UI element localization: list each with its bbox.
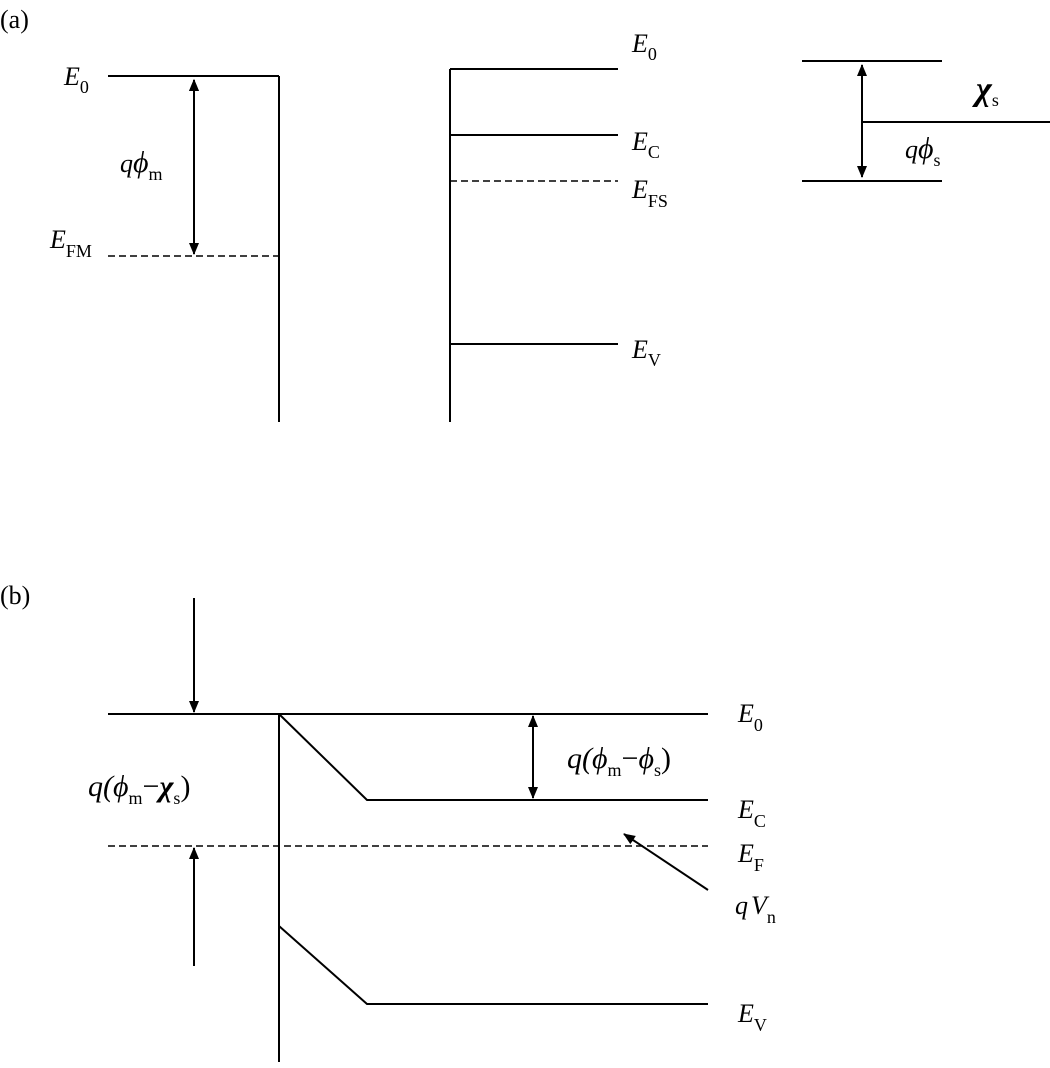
semi-workfunction-label: qϕs: [905, 132, 941, 170]
panel-b-tag: (b): [0, 581, 30, 610]
semi-fermi-label: EFS: [631, 175, 668, 211]
vacuum-label: E0: [737, 699, 763, 735]
panel-a-tag: (a): [0, 5, 29, 34]
electron-affinity-label: χs: [972, 71, 999, 110]
semiconductor-band: [449, 68, 618, 422]
semi-energy-key: [802, 60, 1050, 182]
valence-label: EV: [737, 999, 767, 1035]
vn-pointer-arrow: [623, 833, 709, 891]
conduction-label: EC: [737, 795, 766, 831]
semi-conduction-label: EC: [631, 127, 660, 162]
valence-band-edge: [278, 925, 708, 1005]
builtin-potential-label: q(ϕm−ϕs): [567, 742, 671, 780]
semi-vacuum-label: E0: [631, 29, 657, 64]
metal-band: [108, 75, 280, 422]
metal-workfunction-label: qϕm: [120, 146, 163, 184]
junction-band: [108, 598, 709, 1062]
conduction-band-edge: [278, 713, 708, 801]
metal-vacuum-label: E0: [63, 62, 89, 97]
metal-fermi-label: EFM: [49, 225, 92, 261]
fermi-label: EF: [737, 839, 764, 875]
barrier-label: q(ϕm−χs): [88, 770, 190, 808]
semi-valence-label: EV: [631, 335, 661, 370]
